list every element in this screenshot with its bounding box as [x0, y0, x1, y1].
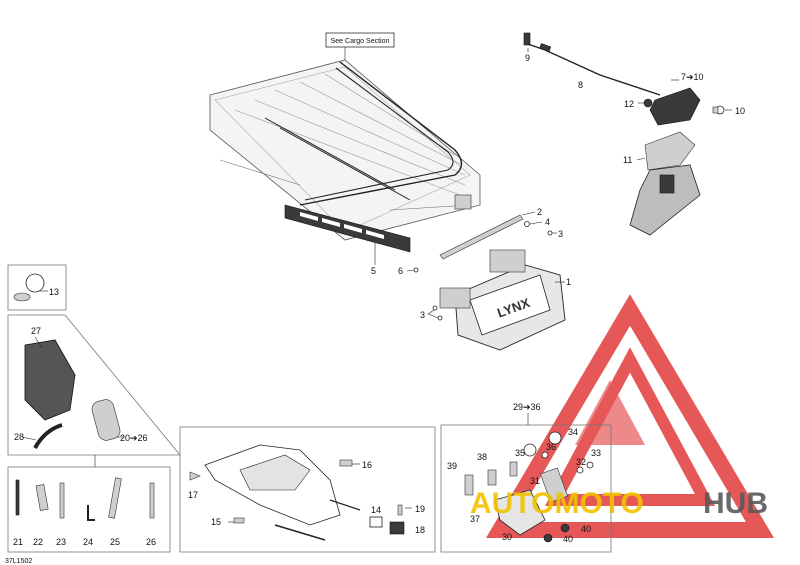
rear-bumper-part-1: LYNX — [439, 249, 566, 351]
callout-11: 11 — [623, 155, 632, 165]
callout-30: 30 — [502, 532, 512, 542]
box-snowmobile — [179, 426, 436, 553]
callout-1: 1 — [566, 277, 571, 287]
callout-10: 10 — [735, 106, 745, 116]
box-part-13 — [7, 264, 67, 311]
callout-5: 5 — [371, 266, 376, 276]
callout-8: 8 — [578, 80, 583, 90]
callout-6: 6 — [398, 266, 403, 276]
callout-32: 32 — [576, 457, 586, 467]
watermark-word-2: HUB — [703, 487, 768, 520]
callout-12: 12 — [624, 99, 634, 109]
callout-22: 22 — [33, 537, 43, 547]
callout-27: 27 — [31, 326, 41, 336]
box-parts-29-36 — [440, 413, 612, 553]
callout-25: 25 — [110, 537, 120, 547]
figure-code: 37L1502 — [5, 558, 32, 565]
box-parts-27-28 — [7, 314, 181, 467]
callout-39: 39 — [447, 461, 457, 471]
callout-9: 9 — [525, 53, 530, 63]
watermark-word-1: AUTOMOTO — [470, 487, 644, 520]
callout-7-10: 7➔10 — [681, 72, 704, 82]
cargo-note: See Cargo Section — [325, 32, 395, 62]
callout-3a: 3 — [558, 229, 563, 239]
callout-35: 35 — [515, 448, 525, 458]
callout-16: 16 — [362, 460, 372, 470]
callout-17: 17 — [188, 490, 198, 500]
cargo-rack — [209, 59, 481, 241]
callout-3b: 3 — [420, 310, 425, 320]
callout-33: 33 — [591, 448, 601, 458]
cargo-note-text: See Cargo Section — [331, 38, 390, 45]
callout-21: 21 — [13, 537, 23, 547]
callout-15: 15 — [211, 517, 221, 527]
callout-26: 26 — [146, 537, 156, 547]
tail-light-part-7-10 — [638, 79, 732, 126]
callout-18: 18 — [415, 525, 425, 535]
callout-40b: 40 — [563, 534, 573, 544]
strip-part-2 — [439, 211, 536, 260]
callout-labels: 1 2 3 3 4 5 6 7➔10 8 9 10 11 12 13 14 15… — [5, 53, 745, 565]
watermark-wordmark: AUTOMOTO HUB — [470, 487, 768, 520]
mud-flap-part-11 — [629, 131, 701, 236]
callout-37: 37 — [470, 514, 480, 524]
callout-23: 23 — [56, 537, 66, 547]
callout-2: 2 — [537, 207, 542, 217]
callout-29-36: 29➔36 — [513, 402, 541, 412]
screws — [406, 221, 557, 321]
callout-28: 28 — [14, 432, 24, 442]
callout-14: 14 — [371, 505, 381, 515]
callout-34: 34 — [568, 427, 578, 437]
callout-38: 38 — [477, 452, 487, 462]
callout-40a: 40 — [581, 524, 591, 534]
callout-4: 4 — [545, 217, 550, 227]
side-skirt-part-5 — [284, 204, 411, 265]
watermark-logo-icon — [485, 294, 775, 538]
harness-part-8-9 — [523, 32, 661, 96]
callout-24: 24 — [83, 537, 93, 547]
box-tools-21-26 — [7, 466, 171, 553]
callout-31: 31 — [530, 476, 540, 486]
callout-36: 36 — [546, 442, 556, 452]
callout-20-26: 20➔26 — [120, 433, 148, 443]
callout-13: 13 — [49, 287, 59, 297]
callout-19: 19 — [415, 504, 425, 514]
